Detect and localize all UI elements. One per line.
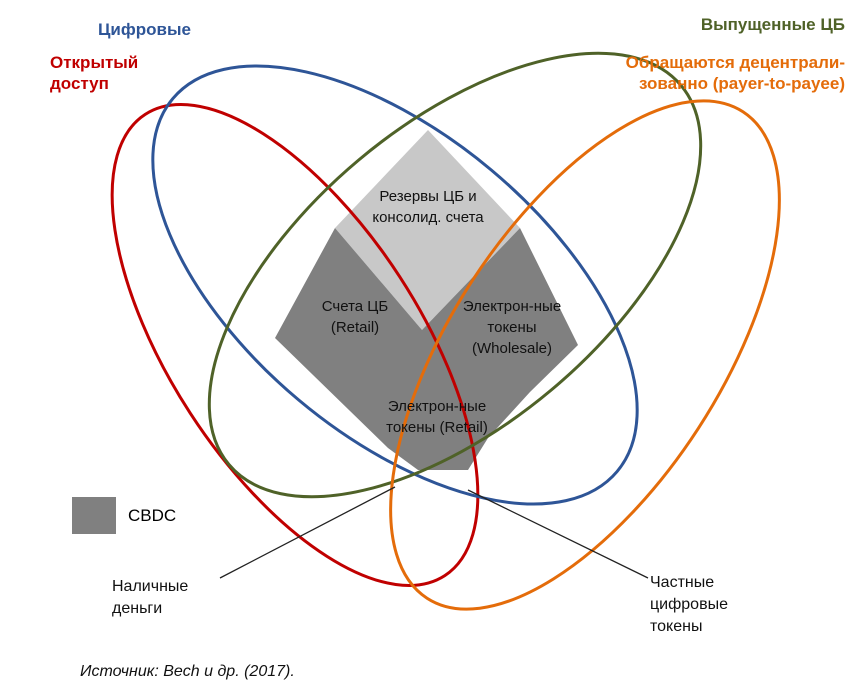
label-open-access: Открытый доступ	[50, 52, 180, 94]
region-reserves-label: Резервы ЦБ и консолид. счета	[372, 188, 484, 226]
source-note: Источник: Bech и др. (2017).	[80, 663, 295, 680]
callout-line-private-tokens	[467, 489, 649, 579]
region-reserves-fill	[335, 130, 520, 330]
region-tokens-retail-label: Электрон-ные токены (Retail)	[386, 398, 488, 436]
region-tokens-wholesale-label: Электрон-ные токены (Wholesale)	[462, 298, 562, 357]
label-digital: Цифровые	[98, 20, 191, 39]
legend-cbdc-label: CBDC	[128, 506, 177, 525]
ellipse-decentral	[389, 99, 781, 611]
callout-cash: Наличные деньги	[112, 578, 189, 617]
region-accounts-retail-label: Счета ЦБ (Retail)	[321, 298, 389, 336]
label-issued-cb: Выпущенные ЦБ	[700, 15, 845, 34]
ellipse-issued-cb	[207, 51, 703, 499]
ellipse-digital	[151, 64, 639, 506]
callout-private-tokens: Частные цифровые токены	[650, 574, 728, 635]
ellipse-open-access	[110, 103, 480, 587]
region-cbdc-fill	[275, 228, 578, 470]
label-open-access-text: Открытый доступ	[50, 53, 139, 93]
callout-line-cash	[219, 486, 396, 579]
label-decentral: Обращаются децентрали-зованно (payer-to-…	[625, 53, 845, 93]
legend-cbdc-swatch	[72, 497, 116, 534]
